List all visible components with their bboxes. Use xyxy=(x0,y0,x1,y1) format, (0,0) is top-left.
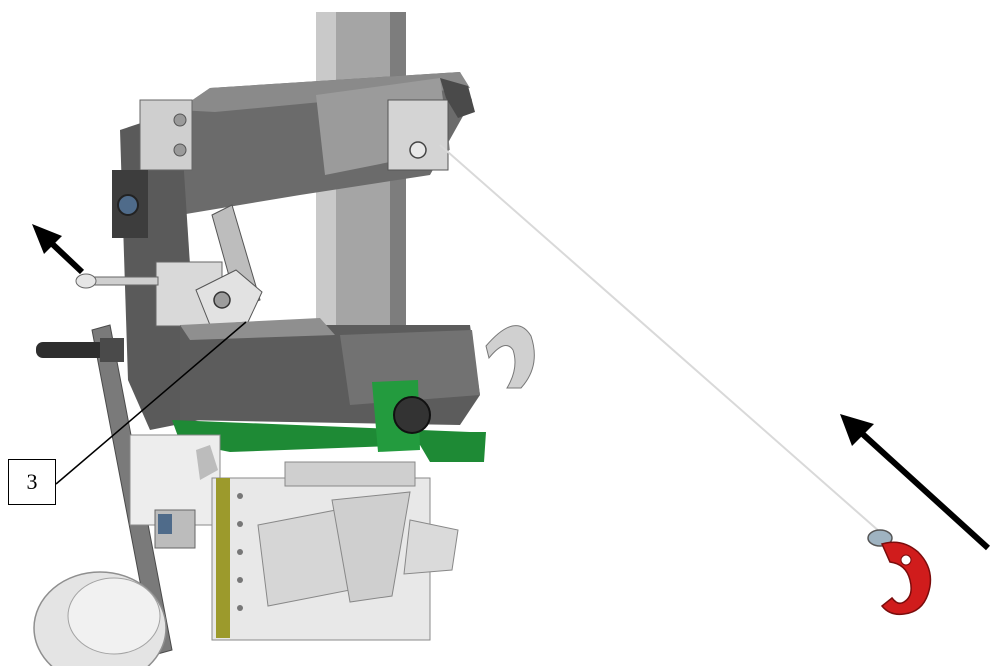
lower-body xyxy=(180,318,535,425)
pulley-wheel xyxy=(33,571,167,666)
left-pull-arrow-icon xyxy=(32,224,85,275)
green-plate xyxy=(172,380,486,462)
hook-pull-arrow-icon xyxy=(840,414,990,551)
cable-line xyxy=(439,144,881,533)
lever-assembly xyxy=(75,204,263,327)
callout-label-box: 3 xyxy=(8,459,56,505)
lifting-hook-icon xyxy=(867,529,932,616)
upper-housing xyxy=(178,72,475,215)
callout-label: 3 xyxy=(26,469,38,494)
lower-housing xyxy=(129,434,459,641)
callout-leader-line xyxy=(55,321,247,485)
